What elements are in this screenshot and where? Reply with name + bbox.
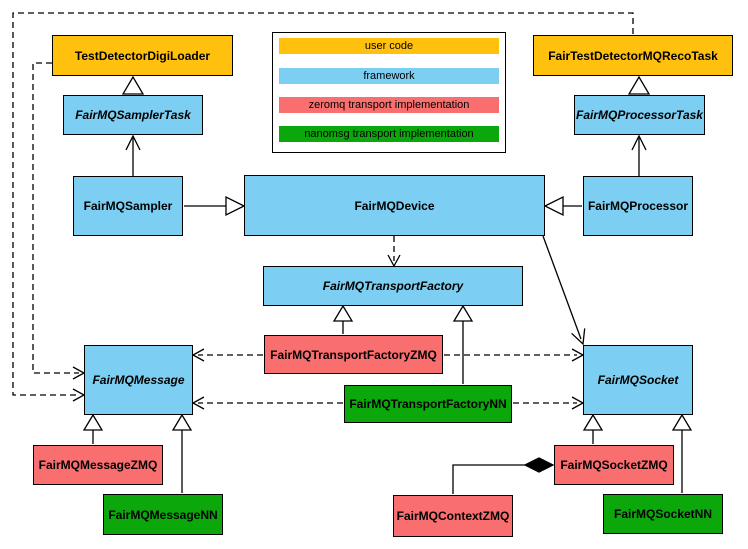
node-fairmqprocessor: FairMQProcessor bbox=[583, 176, 693, 236]
node-fairmqsocketnn: FairMQSocketNN bbox=[603, 494, 723, 534]
triangle-samplertask-digiloader bbox=[121, 75, 145, 95]
legend-item-nanomsg: nanomsg transport implementation bbox=[279, 126, 499, 142]
node-fairmqmessagezmq: FairMQMessageZMQ bbox=[33, 445, 163, 485]
node-fairmqdevice: FairMQDevice bbox=[244, 175, 545, 236]
edge-factorynn-factory bbox=[452, 304, 474, 384]
edge-sampler-device bbox=[184, 195, 246, 217]
arrowhead-zmq-into-message bbox=[191, 348, 205, 362]
legend-item-user-code: user code bbox=[279, 38, 499, 54]
node-testdetectordigiloader: TestDetectorDigiLoader bbox=[52, 35, 233, 76]
node-fairmqtransportfactory: FairMQTransportFactory bbox=[263, 266, 523, 306]
edge-recotask-message bbox=[12, 12, 634, 396]
node-fairmqsampler: FairMQSampler bbox=[73, 176, 183, 236]
edge-contextzmq-socketzmq bbox=[452, 457, 555, 494]
arrowhead-zmq-into-socket bbox=[571, 348, 585, 362]
triangle-processortask-recotask bbox=[627, 75, 651, 95]
edge-messagezmq-message bbox=[82, 413, 104, 444]
node-fairmqmessagenn: FairMQMessageNN bbox=[103, 494, 223, 535]
node-fairmqprocessortask: FairMQProcessorTask bbox=[574, 95, 705, 135]
edge-sampler-samplertask bbox=[125, 134, 141, 176]
edge-digiloader-message bbox=[32, 62, 79, 374]
edge-processor-processortask bbox=[631, 134, 647, 176]
edge-socketzmq-socket bbox=[582, 413, 604, 444]
node-fairtestdetectormqrecotask: FairTestDetectorMQRecoTask bbox=[533, 35, 733, 76]
node-fairmqsocketzmq: FairMQSocketZMQ bbox=[554, 445, 674, 485]
node-fairmqsamplertask: FairMQSamplerTask bbox=[63, 95, 203, 135]
node-fairmqtransportfactoryzmq: FairMQTransportFactoryZMQ bbox=[264, 335, 443, 374]
legend-item-zeromq: zeromq transport implementation bbox=[279, 97, 499, 113]
node-fairmqmessage: FairMQMessage bbox=[84, 345, 193, 415]
edge-messagenn-message bbox=[171, 413, 193, 493]
node-fairmqsocket: FairMQSocket bbox=[583, 345, 693, 415]
edge-device-socket bbox=[542, 235, 586, 346]
edge-socketnn-socket bbox=[671, 413, 693, 493]
legend: user code framework zeromq transport imp… bbox=[272, 32, 506, 153]
node-fairmqcontextzmq: FairMQContextZMQ bbox=[393, 495, 513, 537]
edge-processor-device bbox=[543, 195, 582, 217]
node-fairmqtransportfactorynn: FairMQTransportFactoryNN bbox=[344, 385, 512, 423]
edge-factoryzmq-factory bbox=[332, 304, 354, 334]
arrowhead-nn-into-message bbox=[191, 396, 205, 410]
legend-item-framework: framework bbox=[279, 68, 499, 84]
